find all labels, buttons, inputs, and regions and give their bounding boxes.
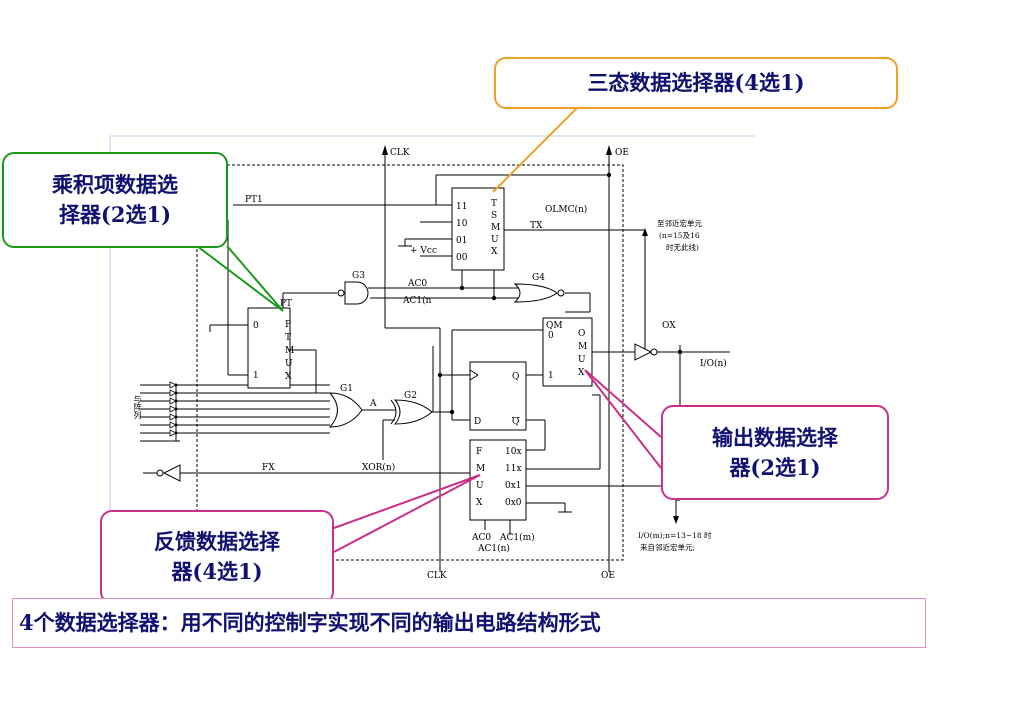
fx-label: FX xyxy=(262,463,275,473)
oe-bottom-label: OE xyxy=(601,571,615,581)
vcc-label: + Vcc xyxy=(410,246,437,256)
omux-in0: 0 xyxy=(548,331,554,341)
omux-letter: U xyxy=(578,355,586,365)
fmux-input: 0x1 xyxy=(505,481,522,491)
feedback-mux-callout-line2: 器(4选1) xyxy=(171,559,263,584)
omux-in1: 1 xyxy=(548,371,554,381)
omux-letter: X xyxy=(578,368,585,378)
tsmux-letter: T xyxy=(491,199,497,209)
pt-label: PT xyxy=(280,299,292,309)
feedback-mux-callout-line1: 反馈数据选择 xyxy=(154,529,280,554)
output-mux-block xyxy=(542,317,593,387)
ptmux-letter: U xyxy=(285,359,293,369)
io-m-label2: 来自邻近宏单元; xyxy=(640,542,695,552)
left-vertical-label-text: 与阵列 xyxy=(118,395,142,420)
product-term-mux-callout-line2: 择器(2选1) xyxy=(58,202,172,227)
side-note-line: 时无此线) xyxy=(666,242,699,252)
clk-bottom-label: CLK xyxy=(427,571,447,581)
olmc-label: OLMC(n) xyxy=(545,204,587,215)
g2-label: G2 xyxy=(404,391,417,401)
ac1n-label: AC1(n xyxy=(402,295,432,306)
output-mux-callout-line2: 器(2选1) xyxy=(729,454,821,480)
caption: 4个数据选择器：用不同的控制字实现不同的输出电路结构形式 xyxy=(12,598,926,648)
tsmux-input-01: 01 xyxy=(456,236,467,246)
omux-letter: M xyxy=(578,342,587,352)
fmux-ac1m: AC1(m) xyxy=(499,532,535,543)
ptmux-letter: X xyxy=(285,372,292,382)
oe-top-label: OE xyxy=(615,148,629,158)
fmux-letter: M xyxy=(476,464,485,474)
ff-qbar-label: Q xyxy=(512,417,519,427)
ac0-label: AC0 xyxy=(407,279,427,289)
tristate-mux-callout: 三态数据选择器(4选1) xyxy=(494,57,898,109)
ptmux-in1: 1 xyxy=(253,371,259,381)
xor-label: XOR(n) xyxy=(362,462,395,473)
side-note-line: 至邻近宏单元 xyxy=(657,218,702,228)
output-mux-callout-line1: 输出数据选择 xyxy=(712,424,838,450)
tristate-mux-block xyxy=(451,187,505,271)
product-term-mux-callout-line1: 乘积项数据选 xyxy=(52,172,178,197)
ptmux-letter: M xyxy=(285,346,294,356)
fmux-input: 0x0 xyxy=(505,498,522,508)
left-vertical-label: 与阵列 xyxy=(118,395,142,420)
ff-d-label: D xyxy=(474,417,481,427)
ff-q-label: Q xyxy=(512,372,519,382)
fmux-ac0: AC0 xyxy=(471,533,491,543)
side-note-line: (n=15及16 xyxy=(659,231,700,240)
ptmux-letter: P xyxy=(285,320,291,330)
ox-label: OX xyxy=(662,321,676,331)
tsmux-input-00: 00 xyxy=(456,253,468,263)
pt1-label: PT1 xyxy=(245,195,263,205)
g4-label: G4 xyxy=(532,273,545,283)
fmux-letter: F xyxy=(476,447,482,457)
feedback-mux-block xyxy=(469,439,527,521)
tristate-mux-callout-text: 三态数据选择器(4选1) xyxy=(587,70,805,95)
io-m-label: I/O(m);n=13~18 时 xyxy=(638,530,712,540)
tx-label: TX xyxy=(530,221,543,231)
fmux-input: 10x xyxy=(505,447,522,457)
feedback-mux-callout: 反馈数据选择 器(4选1) xyxy=(100,510,334,604)
tsmux-letter: X xyxy=(491,247,498,257)
fmux-input: 11x xyxy=(505,464,522,474)
io-n-label: I/O(n) xyxy=(700,358,727,369)
fmux-letter: U xyxy=(476,481,484,491)
ptmux-in0: 0 xyxy=(253,321,259,331)
tsmux-letter: S xyxy=(491,211,497,221)
product-term-mux-callout: 乘积项数据选 择器(2选1) xyxy=(2,152,228,248)
qm-label: QM xyxy=(546,321,563,331)
fmux-letter: X xyxy=(476,498,483,508)
tsmux-letter: M xyxy=(491,223,500,233)
tsmux-input-10: 10 xyxy=(456,219,468,229)
output-mux-callout: 输出数据选择 器(2选1) xyxy=(661,405,889,500)
omux-letter: O xyxy=(578,329,585,339)
olmc-boundary xyxy=(196,164,624,561)
tsmux-letter: U xyxy=(491,235,499,245)
product-term-mux-block xyxy=(247,307,291,389)
g1-label: G1 xyxy=(340,384,353,394)
g3-label: G3 xyxy=(352,271,365,281)
ptmux-letter: T xyxy=(285,333,291,343)
fmux-ac1n: AC1(n) xyxy=(477,543,510,554)
clk-top-label: CLK xyxy=(390,148,410,158)
tsmux-input-11: 11 xyxy=(456,202,467,212)
a-label: A xyxy=(369,399,377,409)
